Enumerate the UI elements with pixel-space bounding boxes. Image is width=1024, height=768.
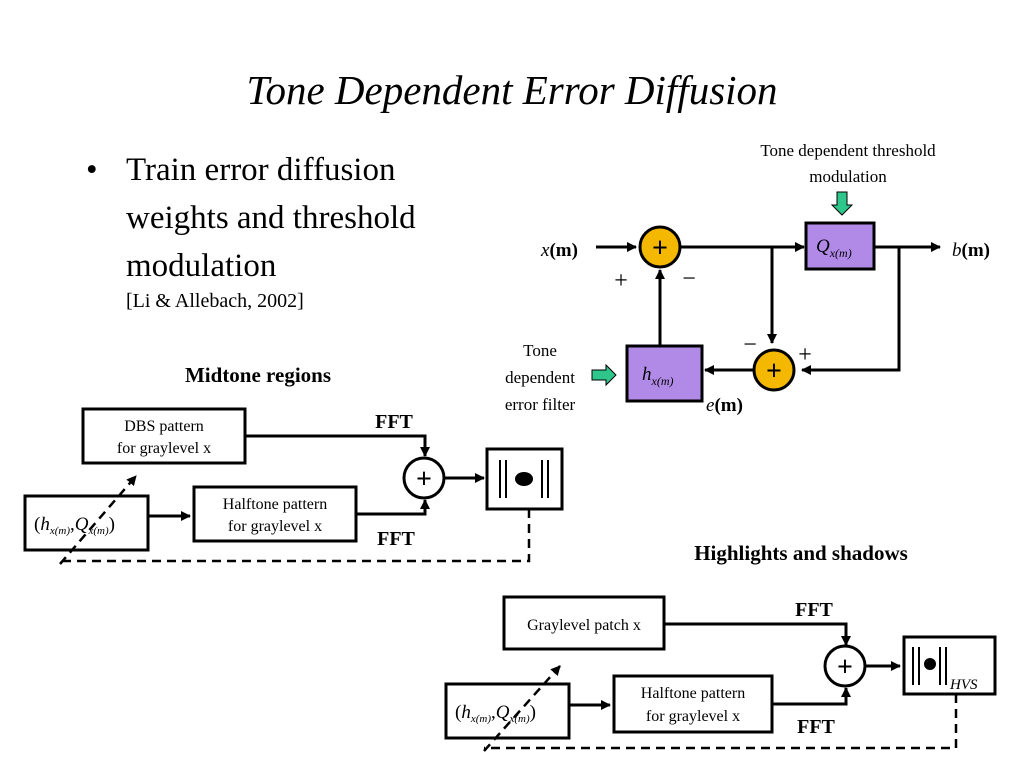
summer-plus-sign: + [652, 233, 668, 264]
filter-label-line3: error filter [505, 395, 576, 414]
error-filter-box [625, 344, 704, 403]
hvs-norm-icon [912, 647, 947, 685]
filter-arrow-icon [591, 363, 617, 387]
highlights-halftone-line1: Halftone pattern [641, 685, 745, 702]
highlights-halftone-box [612, 674, 774, 734]
highlights-fft-top: FFT [795, 599, 833, 621]
output-signal-label: b(m) [952, 240, 990, 261]
dbs-line2: for graylevel x [117, 440, 211, 457]
graylevel-patch-box [502, 595, 666, 651]
threshold-label-line2: modulation [809, 167, 887, 186]
halftone-to-summer-line [356, 499, 430, 516]
highlights-parameter-box [444, 682, 571, 740]
error-filter-label: hx(m) [642, 364, 673, 388]
midtone-summer-plus: + [416, 464, 432, 495]
patch-to-summer-line [664, 622, 851, 646]
midtone-parameter-label: (hx(m),Qx(m)) [34, 514, 115, 537]
citation: [Li & Allebach, 2002] [126, 290, 304, 312]
slide-title: Tone Dependent Error Diffusion [246, 67, 778, 113]
filter-label-line2: dependent [505, 368, 575, 387]
highlights-fft-bottom: FFT [797, 716, 835, 738]
error-diffusion-diagram: Tone dependent threshold modulation x(m)… [505, 141, 990, 416]
highlights-diagram: Highlights and shadows Graylevel patch x… [444, 541, 997, 752]
midtone-halftone-box [192, 485, 358, 543]
midtone-fft-bottom: FFT [377, 528, 415, 550]
summer2-plus-sign: + [766, 356, 782, 387]
summer1-plus-label: + [614, 268, 628, 294]
midtone-optimization-diagonal [59, 475, 137, 565]
threshold-label-line1: Tone dependent threshold [760, 141, 936, 160]
midtone-feedback-dashed [60, 509, 531, 563]
error-signal-label: e(m) [706, 395, 743, 416]
quantizer-label: Qx(m) [816, 236, 852, 260]
dbs-line1: DBS pattern [124, 418, 204, 435]
midtone-parameter-box [23, 494, 150, 552]
midtone-halftone-line1: Halftone pattern [223, 496, 327, 513]
dbs-pattern-box [81, 407, 247, 465]
midtone-diagram: Midtone regions DBS pattern for grayleve… [23, 363, 564, 565]
graylevel-patch-label: Graylevel patch x [527, 617, 641, 634]
summer2-minus-label: − [743, 332, 757, 358]
threshold-arrow-icon [830, 191, 854, 216]
highlights-feedback-dashed [484, 694, 958, 750]
highlights-heading: Highlights and shadows [694, 541, 908, 565]
midtone-halftone-line2: for graylevel x [228, 518, 322, 535]
summer1-minus-label: − [682, 266, 696, 292]
summer2-plus-label: + [798, 342, 812, 368]
output-feedback-line [801, 247, 901, 375]
norm-icon [499, 460, 549, 498]
midtone-heading: Midtone regions [185, 363, 331, 387]
highlights-optimization-diagonal [483, 665, 561, 752]
input-signal-label: x(m) [540, 240, 578, 261]
quantizer-box [804, 221, 876, 271]
dbs-to-summer-line [245, 434, 430, 457]
bullet-dot: • [86, 152, 98, 188]
highlights-halftone-line2: for graylevel x [646, 708, 740, 725]
bullet-text: Train error diffusion weights and thresh… [126, 152, 416, 284]
highlights-halftone-to-summer-line [772, 687, 851, 706]
highlights-summer-plus: + [837, 652, 853, 683]
hvs-label: HVS [949, 677, 978, 693]
filter-label-line1: Tone [523, 341, 557, 360]
midtone-fft-top: FFT [375, 411, 413, 433]
